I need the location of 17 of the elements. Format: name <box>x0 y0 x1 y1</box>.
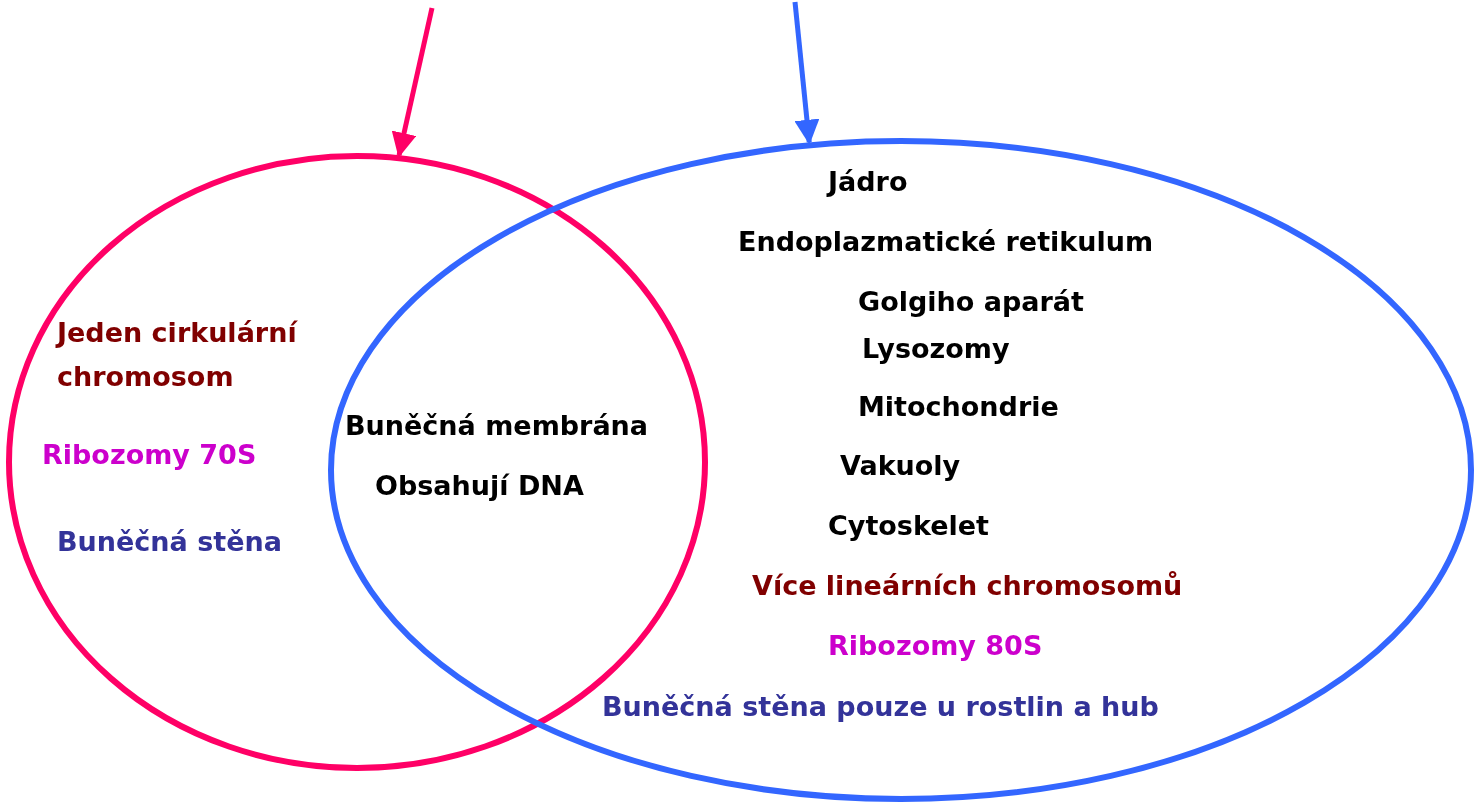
feature-text: Ribozomy 80S <box>828 629 1043 663</box>
feature-text: Mitochondrie <box>858 390 1059 424</box>
feature-text: Lysozomy <box>862 332 1010 366</box>
feature-text: Golgiho aparát <box>858 285 1084 319</box>
shared-feature-text: Buněčná membrána <box>345 409 649 443</box>
feature-text: Více lineárních chromosomů <box>752 569 1183 603</box>
feature-text: Vakuoly <box>840 449 961 483</box>
shared-feature-text: Obsahují DNA <box>375 469 584 503</box>
feature-text: Jeden cirkulární chromosom <box>57 316 299 394</box>
feature-text: Jádro <box>828 165 908 199</box>
arrow <box>792 1 820 145</box>
arrow <box>391 7 435 158</box>
feature-text: Ribozomy 70S <box>42 438 257 472</box>
feature-text: Cytoskelet <box>828 509 989 543</box>
feature-text: Endoplazmatické retikulum <box>738 225 1154 259</box>
feature-text: Buněčná stěna pouze u rostlin a hub <box>602 690 1159 724</box>
feature-text: Buněčná stěna <box>57 525 282 559</box>
